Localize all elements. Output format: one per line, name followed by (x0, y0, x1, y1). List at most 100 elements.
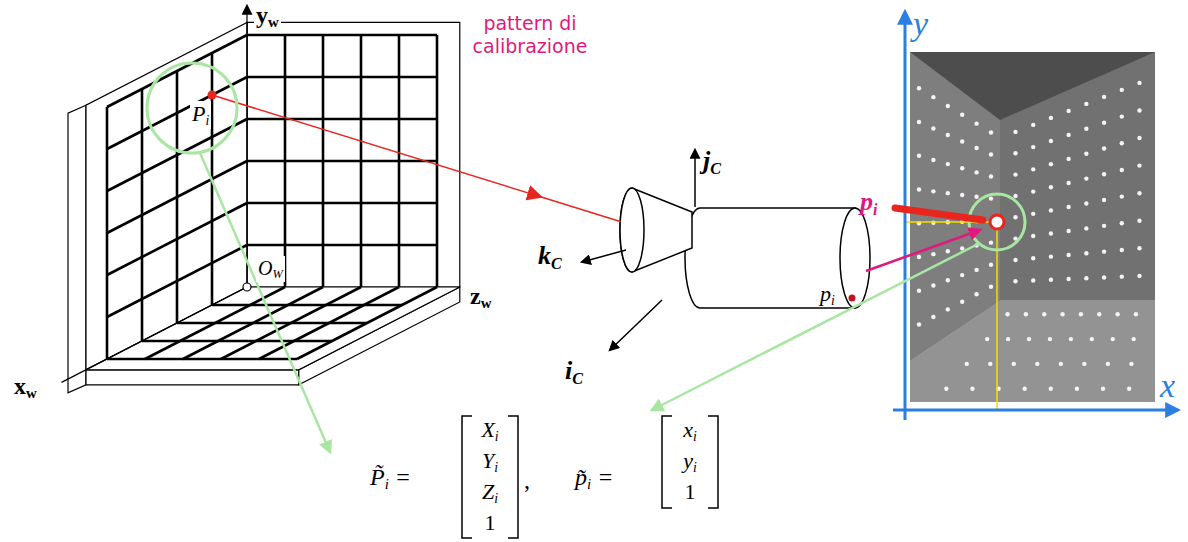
symbol: p (820, 281, 831, 306)
target-dot (931, 126, 935, 130)
target-dot (1102, 146, 1106, 150)
subscript: i (693, 429, 697, 444)
target-dot (1035, 362, 1039, 366)
target-dot (989, 285, 993, 289)
target-dot (1013, 258, 1017, 262)
punctuation: , (524, 466, 530, 495)
target-dot (946, 249, 950, 253)
grid-line (284, 35, 287, 287)
target-dot (1066, 181, 1070, 185)
target-dot (1066, 205, 1070, 209)
pattern-panel (247, 22, 460, 287)
equation-lhs: p̃i = (575, 463, 613, 494)
target-dot (1090, 337, 1094, 341)
target-dot (1013, 172, 1017, 176)
symbol: x (14, 373, 26, 399)
target-dot (1042, 312, 1046, 316)
subscript: i (831, 293, 835, 308)
target-dot (1049, 278, 1053, 282)
target-dot (1079, 312, 1083, 316)
target-dot (1013, 279, 1017, 283)
target-dot (1097, 312, 1101, 316)
target-dot (1120, 248, 1124, 252)
target-dot (960, 300, 964, 304)
subscript: i (587, 476, 591, 492)
target-dot (1049, 387, 1053, 391)
target-dot (1137, 219, 1141, 223)
target-dot (1082, 362, 1086, 366)
matrix-entry: 1 (665, 479, 715, 505)
target-dot (1115, 312, 1119, 316)
subscript: w (26, 385, 37, 401)
origin-dot (243, 283, 251, 291)
target-dot (1049, 208, 1053, 212)
target-dot (1049, 116, 1053, 120)
leader-line (200, 153, 330, 452)
target-dot (985, 337, 989, 341)
origin-label: OW (256, 256, 285, 282)
target-dot (1102, 198, 1106, 202)
target-dot (1120, 221, 1124, 225)
target-dot (1120, 168, 1124, 172)
image-point-label: pi (860, 186, 877, 219)
axis-label: zw (470, 282, 491, 313)
subscript: w (268, 14, 279, 30)
symbol: j (703, 146, 710, 175)
target-dot (1049, 231, 1053, 235)
camera-axis-label: iC (565, 355, 583, 388)
target-dot (1066, 253, 1070, 257)
subscript: i (385, 476, 389, 492)
grid-line (247, 34, 437, 37)
matrix-bracket (462, 416, 718, 538)
target-dot (1013, 215, 1017, 219)
target-dot (1102, 120, 1106, 124)
pattern-caption: pattern di calibrazione (462, 12, 598, 58)
target-dot (1013, 151, 1017, 155)
subscript: C (710, 160, 721, 177)
target-dot (974, 195, 978, 199)
target-dot (1066, 277, 1070, 281)
target-dot (1101, 387, 1105, 391)
target-dot (974, 170, 978, 174)
target-dot (989, 196, 993, 200)
camera-axis-label: jC (703, 145, 721, 178)
target-dot (1120, 141, 1124, 145)
target-dot (1005, 312, 1009, 316)
subscript: C (551, 255, 562, 272)
target-dot (1075, 387, 1079, 391)
matrix-entry: 1 (465, 510, 515, 536)
target-dot (960, 193, 964, 197)
target-dot (1137, 246, 1141, 250)
target-dot (1137, 274, 1141, 278)
symbol: Y (482, 448, 494, 473)
target-dot (1013, 130, 1017, 134)
grid-line (247, 202, 437, 205)
camera (620, 188, 870, 308)
subscript: w (481, 295, 492, 311)
target-dot (1084, 102, 1088, 106)
point-highlight (147, 63, 237, 153)
target-dot (946, 307, 950, 311)
subscript: i (494, 491, 498, 506)
target-dot (1048, 337, 1052, 341)
target-dot (989, 262, 993, 266)
projection-ray (212, 95, 621, 222)
target-dot (970, 387, 974, 391)
grid-line (212, 304, 402, 307)
matrix-entry: xi (665, 417, 715, 445)
grid-line (247, 244, 437, 247)
target-dot (1066, 109, 1070, 113)
target-dot (1102, 224, 1106, 228)
target-dot (1102, 249, 1106, 253)
subscript: i (873, 201, 877, 218)
target-dot (1120, 114, 1124, 118)
grid-line (176, 71, 179, 323)
target-dot (1134, 312, 1138, 316)
target-dot (1006, 337, 1010, 341)
equation-lhs: P̃i = (370, 463, 411, 494)
axis-label: xw (14, 372, 37, 403)
target-dot (1012, 362, 1016, 366)
symbol: y (256, 2, 268, 28)
target-dot (1129, 362, 1133, 366)
